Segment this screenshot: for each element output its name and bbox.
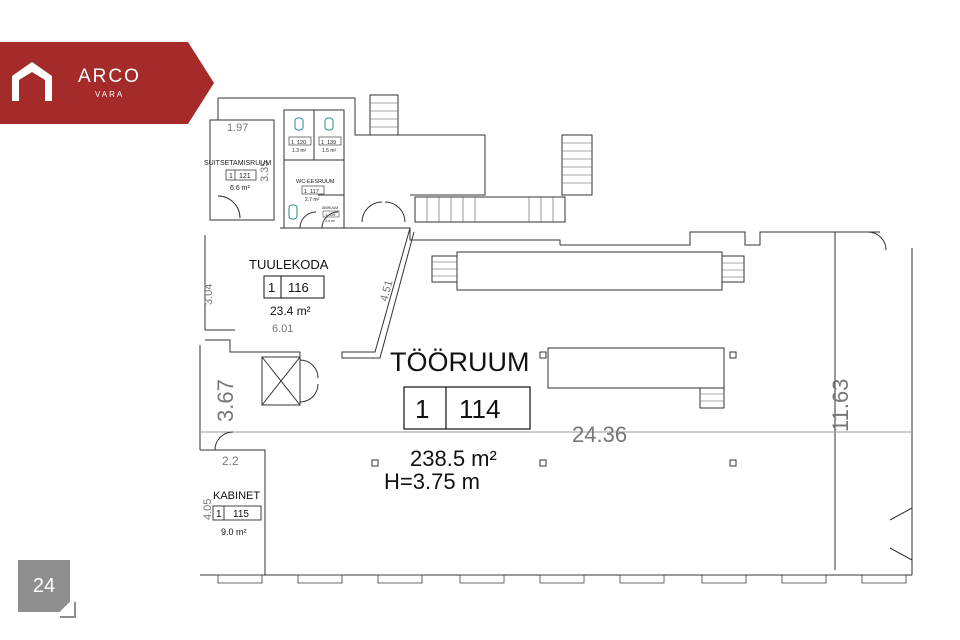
house-logo-icon [12,62,52,101]
room-number: 139 [327,140,336,146]
room-number: 119 [329,212,336,217]
elevator [261,356,301,406]
dim-label: 24.36 [572,422,627,447]
wall-hall-notch [205,339,301,358]
page-number-badge: 24 [18,560,76,618]
dim-label: 4.05 [202,499,214,520]
page-number: 24 [32,575,56,597]
room-code: 1 [229,173,233,180]
room-area: 23.4 m² [270,304,311,318]
wall-tuulekoda-top [280,227,561,245]
column [539,351,547,359]
room-code: 1 [321,140,324,146]
room-code: 1 [291,140,294,146]
room-code: 1 [415,394,429,424]
room-number: 120 [297,140,306,146]
door-smoking [217,195,241,219]
toilet-icon [288,117,334,220]
counter-lower [547,347,725,389]
room-name: ABIRUUM [322,206,338,210]
column [539,459,547,467]
dim-label: 4.51 [378,279,395,303]
dim-label: 1.97 [227,122,248,134]
door-double-top [361,201,406,223]
room-code: 1 [304,189,307,195]
room-name: WC-EESRUUM [296,179,335,185]
stair-top [369,94,399,136]
column [729,459,737,467]
wall-diagonal [341,227,415,359]
stair-landing [414,196,566,223]
room-name: KABINET [213,490,260,502]
dim-label: 3.35 [259,161,271,182]
wall-hall-top [560,231,880,246]
room-height: H=3.75 m [384,469,480,494]
page-fold-icon [60,602,76,618]
wall-smoking-room [209,119,275,221]
room-number: 116 [288,280,309,295]
dim-label: 11.63 [828,379,853,432]
room-area: 3.4 m² [325,219,336,223]
room-wc2: 1 139 1.5 m² [318,136,342,154]
stair-lower [699,387,725,409]
brand-banner: ARCO VARA [0,42,214,124]
door-wc [299,211,317,229]
room-tooruum: TÖÖRUUM 1 114 238.5 m² H=3.75 m [384,347,531,494]
room-name: SUITSETAMISRUUM [204,160,271,167]
room-name: TÖÖRUUM [390,347,529,377]
room-small: ABIRUUM 1 119 3.4 m² [322,206,340,223]
room-area: 1.3 m² [292,148,307,154]
dim-label: 3.67 [213,379,238,422]
counter-upper [456,251,723,291]
room-area: 238.5 m² [410,446,497,471]
room-number: 115 [233,509,249,520]
room-area: 2.7 m² [305,197,320,203]
stair-upper-right [721,255,745,283]
room-wc-eesruum: WC-EESRUUM 1 117 2.7 m² [296,179,335,203]
brand-sub: VARA [95,90,124,99]
dim-label: 2.2 [222,454,239,468]
column [729,351,737,359]
dim-label: 3.04 [203,284,215,305]
windows-bottom [217,574,907,584]
door-right [889,507,913,561]
elevator-x2 [261,356,301,406]
door-elevator [299,359,319,403]
room-name: TUULEKODA [249,257,329,272]
room-code: 1 [216,509,222,520]
dim-label: 6.01 [272,323,293,335]
door-wc-2 [321,211,339,229]
room-tuulekoda: TUULEKODA 1 116 23.4 m² [249,257,329,318]
brand-name: ARCO [78,66,141,87]
room-area: 6.6 m² [230,185,251,192]
room-suitsetamisruum: SUITSETAMISRUUM 1 121 6.6 m² [204,160,271,192]
room-number: 121 [239,173,251,180]
door-kabinet [214,431,234,451]
stair-right [561,134,593,196]
room-kabinet: KABINET 1 115 9.0 m² [212,490,262,537]
wall-upper-block [218,97,486,196]
room-number: 114 [459,394,500,424]
room-code: 1 [268,280,275,295]
room-code: 1 [325,212,328,217]
room-area: 9.0 m² [221,527,247,537]
wall-kabinet [200,449,266,575]
stair-treads [370,102,744,402]
room-area: 1.5 m² [322,148,337,154]
door-top-right [867,231,887,251]
column [371,459,379,467]
room-wc1: 1 120 1.3 m² [288,136,312,154]
room-number: 117 [310,189,319,195]
wall-tuulekoda-left [204,235,235,331]
